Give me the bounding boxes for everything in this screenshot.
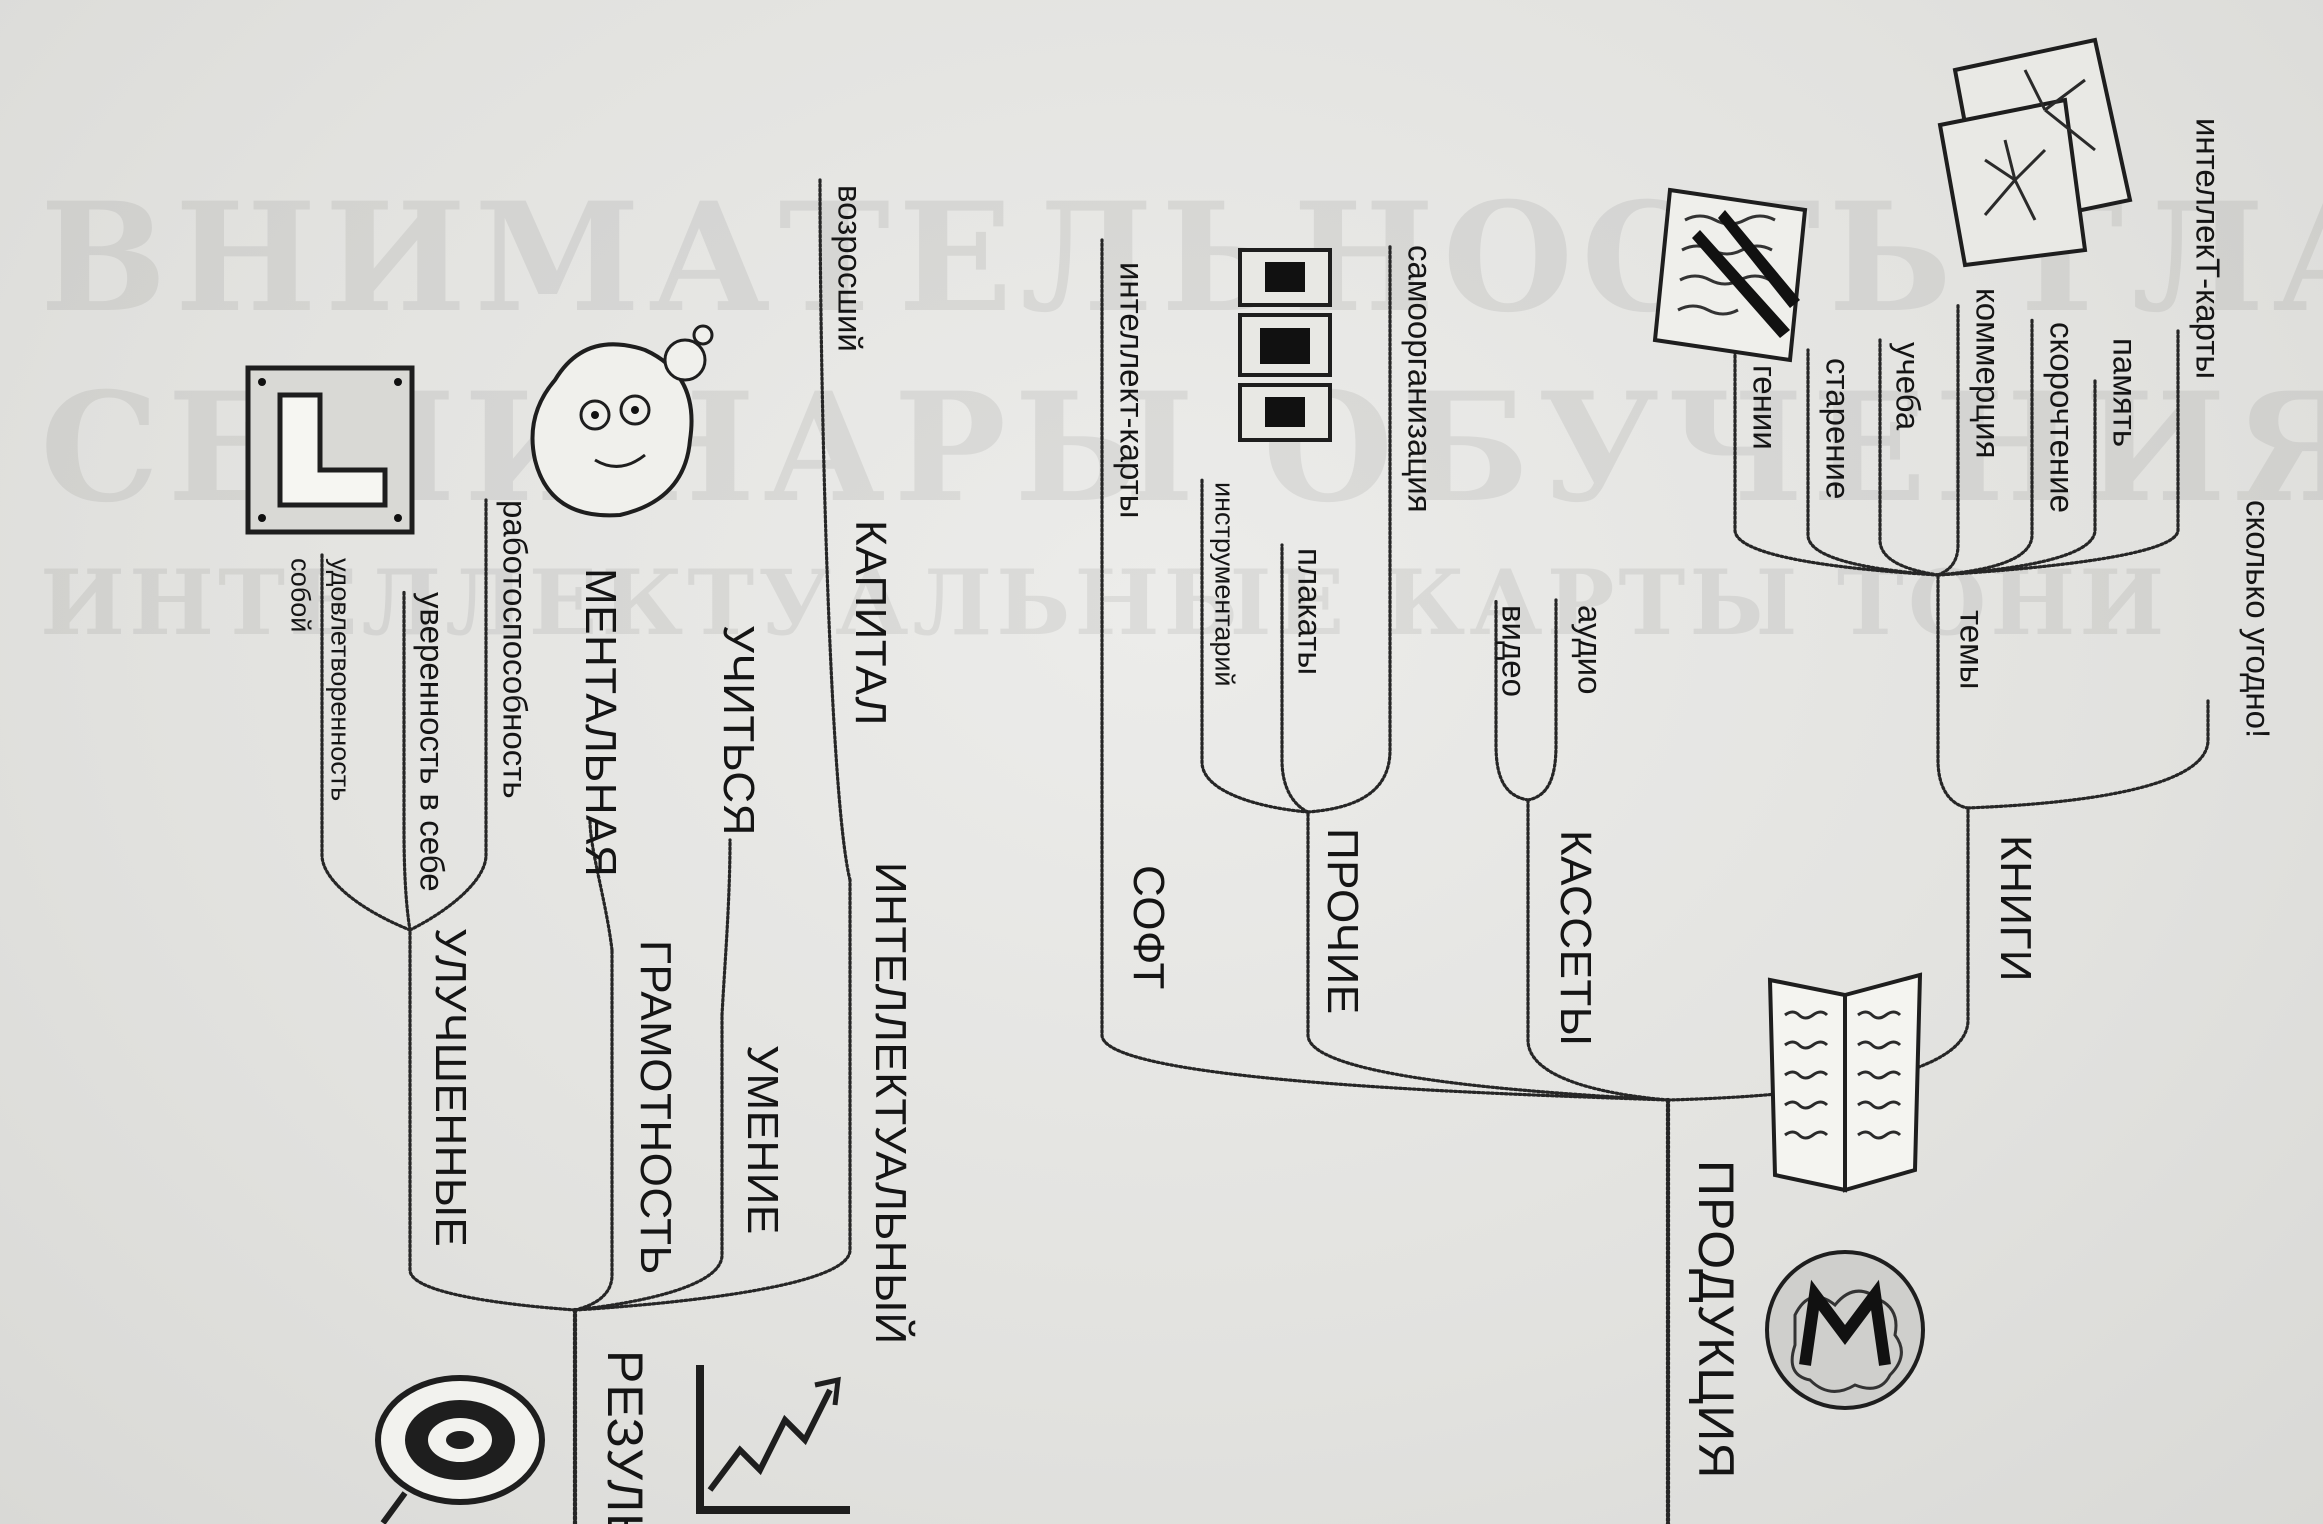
branch-uverennost: [404, 590, 410, 930]
open-book-icon: [1750, 960, 1940, 1210]
branch-gramotnost: [575, 950, 612, 1310]
target-icon: [365, 1365, 555, 1524]
brain-m-logo-icon: [1755, 1240, 1935, 1420]
thinking-character-icon: [515, 320, 715, 540]
branch-kommertsiya: [1938, 305, 1958, 575]
l-frame-icon: [240, 360, 420, 540]
branch-uchitsya: [722, 840, 730, 1015]
papers-icon: [1640, 170, 1830, 370]
maps-icon: [1925, 30, 2145, 270]
branch-intellektualny: [575, 880, 850, 1310]
cassette-tapes-icon: [1225, 240, 1345, 450]
branch-skolko: [1968, 700, 2208, 808]
growth-chart-icon: [690, 1350, 860, 1524]
